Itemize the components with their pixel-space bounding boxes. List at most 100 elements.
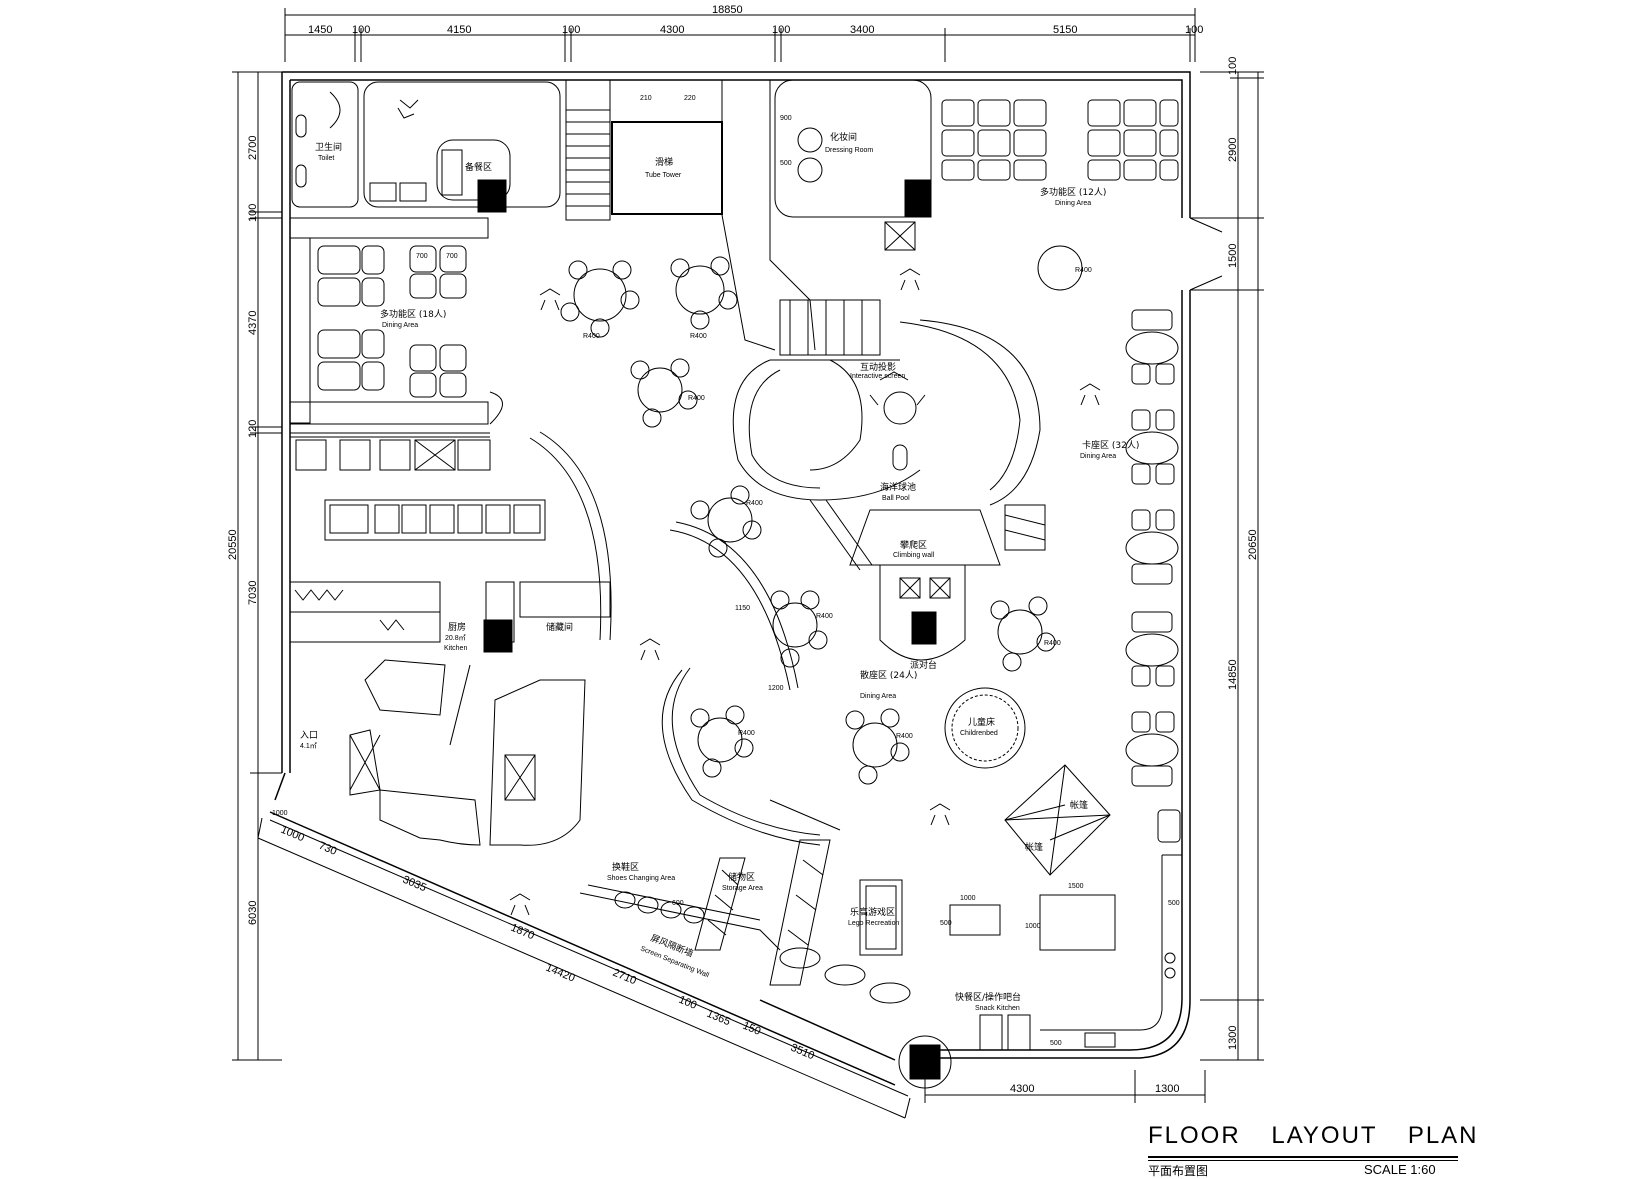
dim-right-3: 14850: [1227, 659, 1239, 690]
tube-tower: 滑梯 Tube Tower 210 220: [611, 80, 816, 351]
childrens-label-en: Childrenbed: [960, 730, 998, 737]
dim-top-7: 5150: [1053, 24, 1077, 36]
projection-label-en: Interactive screen: [850, 373, 905, 380]
entry-label-area: 4.1㎡: [300, 742, 317, 750]
dim-600: 600: [672, 900, 684, 907]
plan-title: FLOOR LAYOUT PLAN: [1148, 1122, 1479, 1149]
dining-right-label-en: Dining Area: [1080, 453, 1116, 460]
center-dining: 散座区 (24人) Dining Area 1150 1200: [661, 521, 917, 846]
toilet-label-cn: 卫生间: [315, 141, 342, 153]
dim-bottom-0: 4300: [1010, 1083, 1034, 1095]
dim-700-b: 700: [446, 253, 458, 260]
dim-1000-lego: 1000: [960, 895, 976, 902]
dining-topright-label-cn: 多功能区 (12人): [1040, 186, 1106, 198]
dim-1000-table: 1000: [1025, 923, 1041, 930]
dim-1200: 1200: [768, 685, 784, 692]
dim-left-0: 2700: [247, 136, 259, 160]
dining-topright-label-en: Dining Area: [1055, 200, 1091, 207]
dining-left: 700 700 多功能区 (18人) Dining Area: [289, 217, 503, 425]
snack-label-cn: 快餐区/操作吧台: [955, 991, 1021, 1003]
snack-counter: 快餐区/操作吧台 Snack Kitchen 500 500: [955, 809, 1182, 1051]
dim-left-3: 120: [247, 420, 259, 438]
outer-walls: [269, 71, 1191, 1086]
dim-diag-4: 14420: [544, 962, 577, 985]
ball-pool: 海洋球池 Ball Pool 互动投影 Interactive screen: [732, 299, 1046, 571]
storage-area-label-en: Storage Area: [722, 885, 763, 892]
climbing-wall: 攀爬区 Climbing wall 派对台: [849, 509, 1001, 671]
person-icon: [539, 288, 561, 311]
bottom-dimensions: 4300 1300: [924, 1070, 1206, 1103]
dim-diag-6: 100: [677, 994, 699, 1012]
entry-counter: 入口 4.1㎡ 1000: [272, 659, 586, 846]
stairs: [565, 79, 611, 221]
dim-top-8: 100: [1185, 24, 1203, 36]
tent-label-b: 帐篷: [1025, 841, 1043, 853]
r400-label-tr: R400: [1075, 267, 1092, 274]
dim-500-dress: 500: [780, 160, 792, 167]
snack-label-en: Snack Kitchen: [975, 1005, 1020, 1012]
children-bed: 儿童床 Childrenbed: [944, 687, 1026, 769]
climbing-label-cn: 攀爬区: [900, 539, 927, 551]
dim-right-total: 20650: [1247, 529, 1259, 560]
kitchen: 厨房 20.8㎡ Kitchen 储藏间: [289, 431, 612, 653]
people-icons: [509, 268, 1101, 916]
dim-right-0: 100: [1227, 57, 1239, 75]
title-underline-thin: [1148, 1160, 1458, 1161]
r400-g: R400: [896, 733, 913, 740]
right-booths: 卡座区 (32人) Dining Area: [1080, 309, 1179, 787]
dim-500-lego: 500: [940, 920, 952, 927]
storage-label-cn: 储藏间: [546, 621, 573, 633]
kitchen-label-area: 20.8㎡: [445, 634, 466, 642]
dressing-room: 化妆间 Dressing Room 900 500: [774, 79, 932, 251]
dim-diag-3: 1870: [509, 922, 536, 943]
kitchen-label-cn: 厨房: [448, 621, 466, 633]
dim-1150: 1150: [735, 605, 750, 612]
tube-tower-label-cn: 滑梯: [655, 156, 673, 168]
plan-scale: SCALE 1:60: [1364, 1162, 1436, 1177]
dim-1500: 1500: [1068, 883, 1084, 890]
r400-d: R400: [746, 500, 763, 507]
prep-room: 备餐区: [363, 81, 561, 213]
lego-label-cn: 乐高游戏区: [850, 906, 895, 918]
person-icon: [509, 893, 531, 916]
dining-top-right: 多功能区 (12人) Dining Area R400: [941, 99, 1179, 291]
dining-left-label-cn: 多功能区 (18人): [380, 308, 446, 320]
dim-left-4: 7030: [247, 581, 259, 605]
toilet-label-en: Toilet: [318, 155, 334, 162]
storage-area-label-cn: 储物区: [728, 871, 755, 883]
dim-220: 220: [684, 95, 696, 102]
r400-f: R400: [738, 730, 755, 737]
dim-top-4: 4300: [660, 24, 684, 36]
r400-b: R400: [690, 333, 707, 340]
tube-tower-label-en: Tube Tower: [645, 172, 682, 179]
top-dimensions: 18850 1450 100 4150 100 4300 100 3400 51…: [284, 4, 1203, 62]
dim-diag-5: 2710: [611, 967, 638, 988]
dim-top-6: 3400: [850, 24, 874, 36]
dim-left-total: 20550: [227, 529, 239, 560]
right-entry-doors: [1189, 217, 1225, 291]
kitchen-label-en: Kitchen: [444, 645, 467, 652]
ball-pool-label-en: Ball Pool: [882, 495, 910, 502]
diagonal-dimensions: 1000 730 3035 1870 14420 2710 100 1365 1…: [257, 817, 911, 1119]
dim-900: 900: [780, 115, 792, 122]
entry-label-cn: 入口: [300, 730, 318, 741]
dressing-label-cn: 化妆间: [830, 131, 857, 143]
dining-right-label-cn: 卡座区 (32人): [1082, 439, 1139, 451]
dim-right-1: 2900: [1227, 138, 1239, 162]
dim-bottom-1: 1300: [1155, 1083, 1179, 1095]
title-block: FLOOR LAYOUT PLAN 平面布置图 SCALE 1:60: [1148, 1122, 1479, 1178]
person-icon: [899, 268, 921, 291]
left-dimensions: 20550 2700 100 4370 120 7030 6030: [227, 71, 282, 1061]
dining-center-label-en: Dining Area: [860, 693, 896, 700]
dim-top-2: 4150: [447, 24, 471, 36]
person-icon: [929, 803, 951, 826]
dim-1000-entry: 1000: [272, 810, 288, 817]
dim-top-total: 18850: [712, 4, 743, 16]
dim-diag-0: 1000: [279, 824, 306, 845]
ball-pool-label-cn: 海洋球池: [880, 481, 916, 493]
dining-center-label-cn: 散座区 (24人): [860, 669, 917, 681]
shoe-label-en: Shoes Changing Area: [607, 875, 675, 882]
climbing-label-en: Climbing wall: [893, 552, 935, 559]
dim-top-0: 1450: [308, 24, 332, 36]
childrens-label-cn: 儿童床: [968, 716, 995, 728]
